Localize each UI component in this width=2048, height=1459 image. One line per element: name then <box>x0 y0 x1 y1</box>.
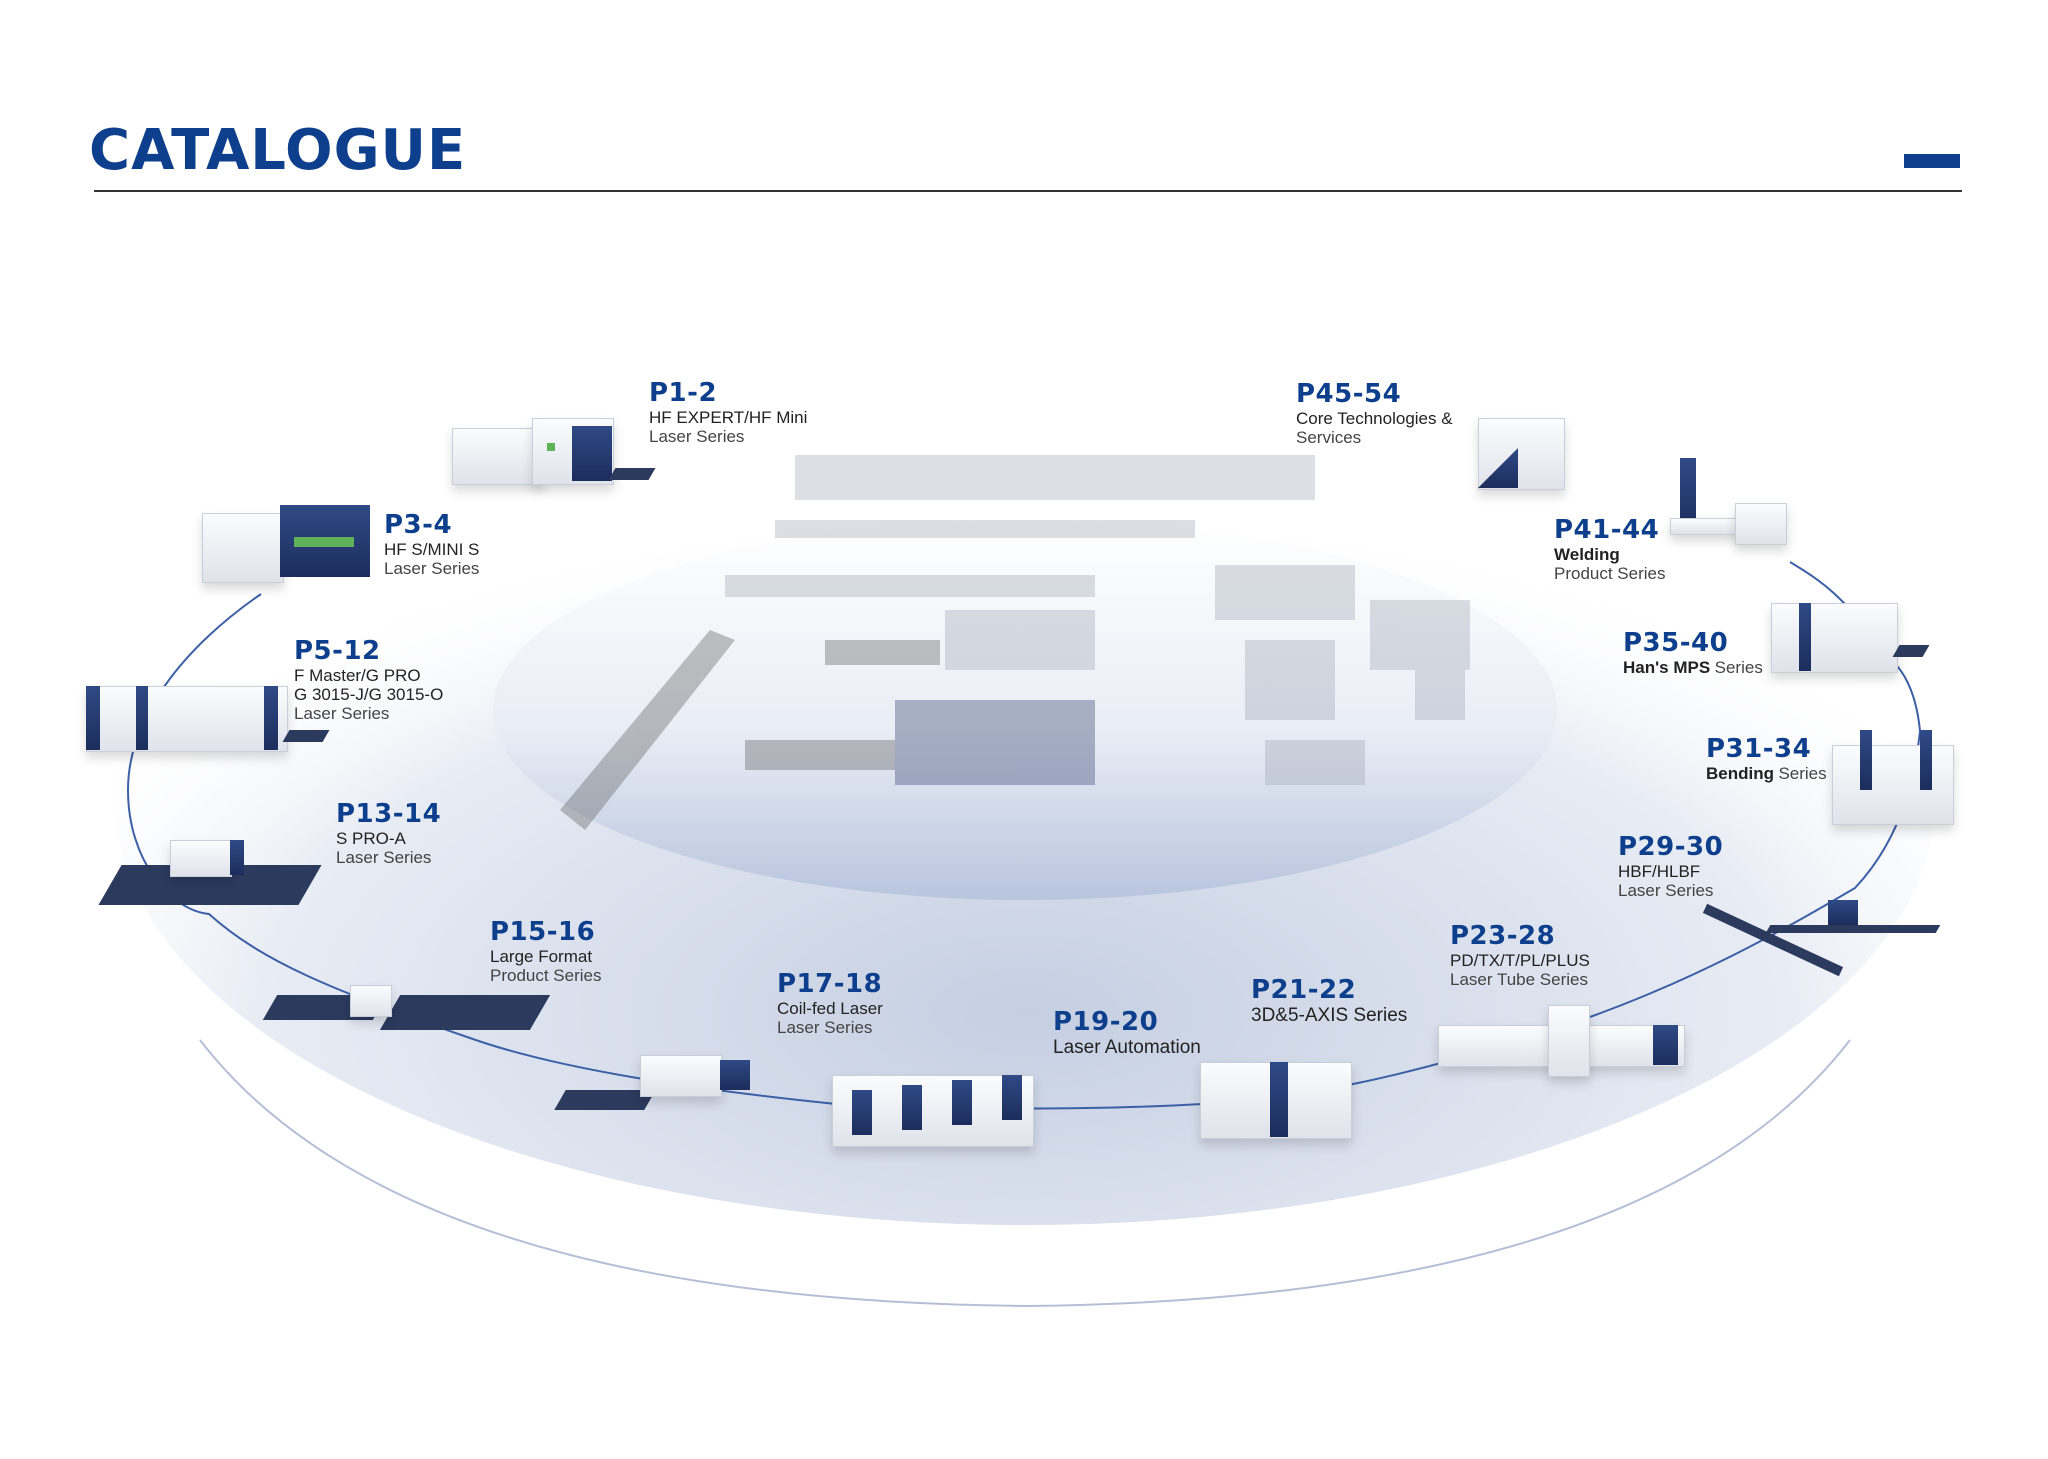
section-tab-marker <box>1904 154 1960 168</box>
catalogue-entry-p35-40[interactable]: P35-40 Han's MPS Series <box>1623 628 1763 678</box>
laser-cutter-enclosed-icon <box>86 686 331 756</box>
entry-subtitle: Laser Series <box>384 559 480 579</box>
entry-subtitle: Laser Series <box>294 704 390 724</box>
entry-title-2: G 3015-J/G 3015-O <box>294 685 444 705</box>
entry-pages: P13-14 <box>336 799 442 829</box>
platform-base-rim <box>199 1039 1851 1308</box>
entry-title: Laser Automation <box>1053 1037 1201 1059</box>
entry-title: Han's MPS <box>1623 658 1711 678</box>
catalogue-entry-p13-14[interactable]: P13-14 S PRO-A Laser Series <box>336 799 442 868</box>
page-title: CATALOGUE <box>89 118 467 183</box>
entry-subtitle: Laser Series <box>336 848 432 868</box>
entry-subtitle: Laser Series <box>777 1018 873 1038</box>
laser-cutter-open-icon <box>90 835 322 915</box>
catalogue-entry-p29-30[interactable]: P29-30 HBF/HLBF Laser Series <box>1618 832 1724 901</box>
entry-pages: P41-44 <box>1554 515 1660 545</box>
large-format-cutter-icon <box>250 975 551 1040</box>
entry-title: Core Technologies & <box>1296 409 1453 429</box>
laser-cutter-enclosed-icon <box>1771 603 1931 675</box>
entry-title: HF EXPERT/HF Mini <box>649 408 808 428</box>
tube-cutter-icon <box>1438 1005 1685 1080</box>
automation-tower-icon <box>812 1055 1052 1160</box>
laser-source-cabinet-icon <box>1478 418 1566 493</box>
laser-cutter-enclosed-icon <box>452 418 656 488</box>
entry-title: Welding <box>1554 545 1620 565</box>
entry-title: HF S/MINI S <box>384 540 480 560</box>
entry-subtitle: Series <box>1778 764 1827 784</box>
inner-platform <box>493 520 1557 900</box>
entry-title: PD/TX/T/PL/PLUS <box>1450 951 1590 971</box>
entry-title: HBF/HLBF <box>1618 862 1701 882</box>
5-axis-cell-icon <box>1200 1050 1360 1140</box>
entry-subtitle: Services <box>1296 428 1362 448</box>
catalogue-entry-p45-54[interactable]: P45-54 Core Technologies & Services <box>1296 379 1453 448</box>
coil-fed-line-icon <box>540 1040 780 1130</box>
catalogue-entry-p21-22[interactable]: P21-22 3D&5-AXIS Series <box>1251 975 1408 1027</box>
catalogue-entry-p19-20[interactable]: P19-20 Laser Automation <box>1053 1007 1201 1059</box>
entry-pages: P21-22 <box>1251 975 1357 1005</box>
entry-pages: P17-18 <box>777 969 883 999</box>
entry-pages: P15-16 <box>490 917 596 947</box>
catalogue-entry-p31-34[interactable]: P31-34 Bending Series <box>1706 734 1827 784</box>
entry-pages: P35-40 <box>1623 628 1729 658</box>
entry-title: Large Format <box>490 947 593 967</box>
catalogue-entry-p17-18[interactable]: P17-18 Coil-fed Laser Laser Series <box>777 969 883 1038</box>
entry-title: S PRO-A <box>336 829 406 849</box>
entry-pages: P31-34 <box>1706 734 1812 764</box>
entry-subtitle: Product Series <box>1554 564 1666 584</box>
entry-subtitle: Series <box>1714 658 1763 678</box>
entry-pages: P1-2 <box>649 378 718 408</box>
entry-pages: P45-54 <box>1296 379 1402 409</box>
catalogue-entry-p15-16[interactable]: P15-16 Large Format Product Series <box>490 917 602 986</box>
factory-layout-faded <box>560 455 1470 830</box>
catalogue-entry-p3-4[interactable]: P3-4 HF S/MINI S Laser Series <box>384 510 480 579</box>
entry-subtitle: Laser Series <box>1618 881 1714 901</box>
catalogue-entry-p5-12[interactable]: P5-12 F Master/G PRO G 3015-J/G 3015-O L… <box>294 636 444 724</box>
laser-cutter-compact-icon <box>202 505 372 585</box>
entry-title: 3D&5-AXIS Series <box>1251 1005 1408 1027</box>
press-brake-icon <box>1832 730 1962 825</box>
entry-title: Bending <box>1706 764 1774 784</box>
catalogue-entry-p41-44[interactable]: P41-44 Welding Product Series <box>1554 515 1666 584</box>
catalogue-entry-p1-2[interactable]: P1-2 HF EXPERT/HF Mini Laser Series <box>649 378 808 447</box>
header-divider <box>94 190 1962 192</box>
entry-pages: P23-28 <box>1450 921 1556 951</box>
entry-subtitle: Laser Tube Series <box>1450 970 1588 990</box>
entry-pages: P29-30 <box>1618 832 1724 862</box>
entry-title: F Master/G PRO <box>294 666 421 686</box>
beam-cutter-icon <box>1668 895 1948 995</box>
catalogue-entry-p23-28[interactable]: P23-28 PD/TX/T/PL/PLUS Laser Tube Series <box>1450 921 1590 990</box>
entry-subtitle: Laser Series <box>649 427 745 447</box>
entry-subtitle: Product Series <box>490 966 602 986</box>
entry-pages: P3-4 <box>384 510 453 540</box>
welding-robot-icon <box>1660 448 1790 568</box>
entry-pages: P19-20 <box>1053 1007 1159 1037</box>
entry-pages: P5-12 <box>294 636 381 666</box>
entry-title: Coil-fed Laser <box>777 999 883 1019</box>
